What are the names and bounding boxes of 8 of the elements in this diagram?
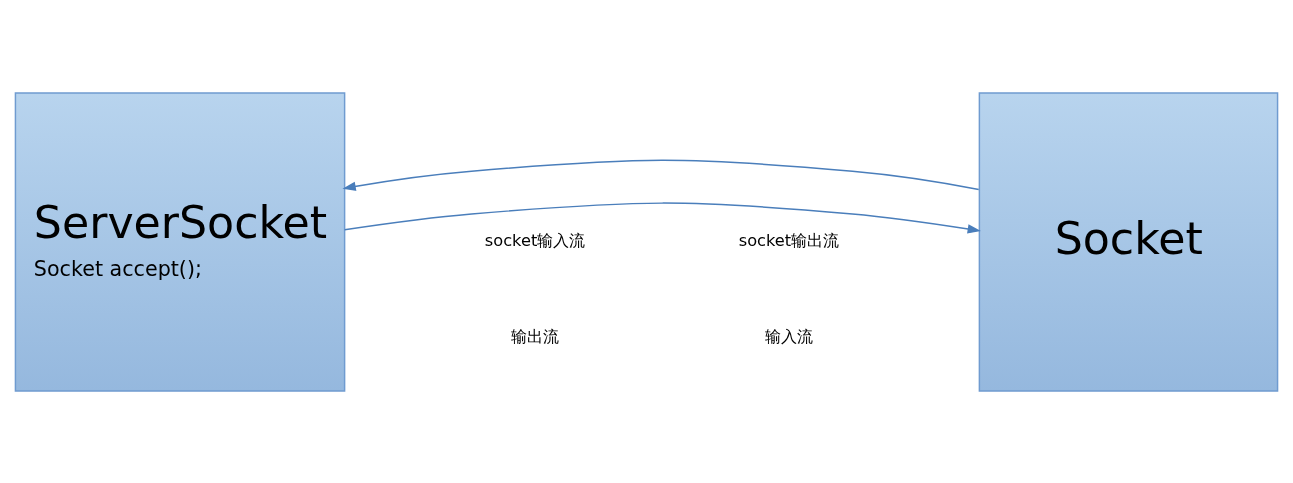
- arrow: [343, 201, 981, 234]
- label: 输入流: [764, 326, 813, 346]
- label: socket输入流: [484, 230, 586, 250]
- arrow: [342, 159, 980, 191]
- label: 输出流: [511, 326, 560, 346]
- node-box: Socket: [978, 91, 1279, 392]
- label: socket输出流: [738, 230, 840, 250]
- node-box: ServerSocket Socket accept();: [14, 91, 346, 392]
